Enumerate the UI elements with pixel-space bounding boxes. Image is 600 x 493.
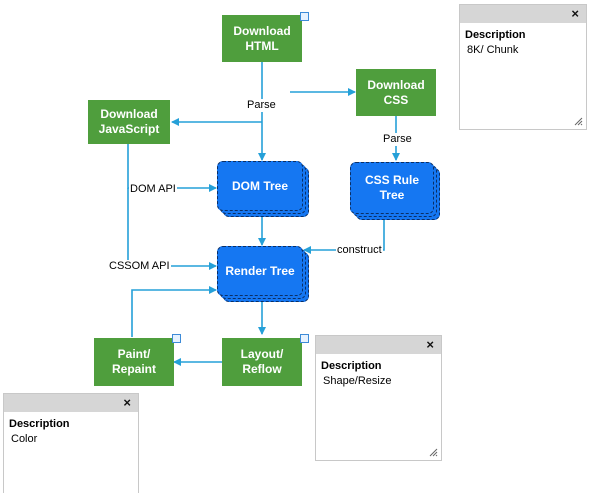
node-download-html[interactable]: Download HTML — [222, 15, 302, 62]
description-panel-download-html: × Description 8K/ Chunk — [459, 4, 587, 130]
panel-header: × — [4, 394, 138, 412]
panel-title: Description — [9, 418, 70, 430]
node-render-tree-front: Render Tree — [217, 246, 303, 296]
expand-icon[interactable] — [300, 334, 309, 343]
node-download-javascript[interactable]: Download JavaScript — [88, 100, 170, 144]
panel-value: Shape/Resize — [323, 375, 392, 387]
node-dom-tree[interactable]: DOM Tree — [217, 161, 309, 217]
node-render-tree-label: Render Tree — [225, 263, 295, 278]
description-panel-paint-repaint: × Description Color — [3, 393, 139, 493]
close-icon[interactable]: × — [426, 337, 434, 352]
node-download-css[interactable]: Download CSS — [356, 69, 436, 116]
edge-cssrule-to-render — [303, 217, 385, 254]
expand-icon[interactable] — [172, 334, 181, 343]
edge-label-cssom-api: CSSOM API — [108, 260, 171, 273]
close-icon[interactable]: × — [123, 395, 131, 410]
node-css-rule-tree-front: CSS Rule Tree — [350, 162, 434, 214]
resize-grip-icon[interactable] — [573, 116, 583, 126]
node-layout-reflow[interactable]: Layout/ Reflow — [222, 338, 302, 386]
edge-js-to-dom — [127, 144, 217, 192]
node-paint-repaint-label: Paint/ Repaint — [111, 347, 156, 376]
edge-label-construct: construct — [336, 244, 383, 257]
node-dom-tree-front: DOM Tree — [217, 161, 303, 211]
panel-title: Description — [321, 360, 382, 372]
node-paint-repaint[interactable]: Paint/ Repaint — [94, 338, 174, 386]
node-download-css-label: Download CSS — [367, 77, 425, 107]
node-download-html-label: Download HTML — [233, 23, 291, 53]
description-panel-layout-reflow: × Description Shape/Resize — [315, 335, 442, 461]
node-css-rule-tree-label: CSS Rule Tree — [364, 173, 419, 202]
node-dom-tree-label: DOM Tree — [231, 178, 288, 193]
panel-header: × — [460, 5, 586, 23]
edge-label-dom-api: DOM API — [129, 183, 177, 196]
node-render-tree[interactable]: Render Tree — [217, 246, 309, 302]
edge-paint-to-render — [131, 286, 217, 337]
edge-label-parse-css: Parse — [382, 133, 413, 146]
panel-header: × — [316, 336, 441, 354]
expand-icon[interactable] — [300, 12, 309, 21]
edge-label-parse-html: Parse — [246, 99, 277, 112]
close-icon[interactable]: × — [571, 6, 579, 21]
panel-value: Color — [11, 433, 38, 445]
edge-js-to-render — [127, 188, 217, 270]
panel-title: Description — [465, 29, 526, 41]
resize-grip-icon[interactable] — [428, 447, 438, 457]
node-layout-reflow-label: Layout/ Reflow — [240, 347, 284, 376]
panel-value: 8K/ Chunk — [467, 44, 519, 56]
node-css-rule-tree[interactable]: CSS Rule Tree — [350, 162, 440, 220]
node-download-javascript-label: Download JavaScript — [98, 107, 160, 136]
